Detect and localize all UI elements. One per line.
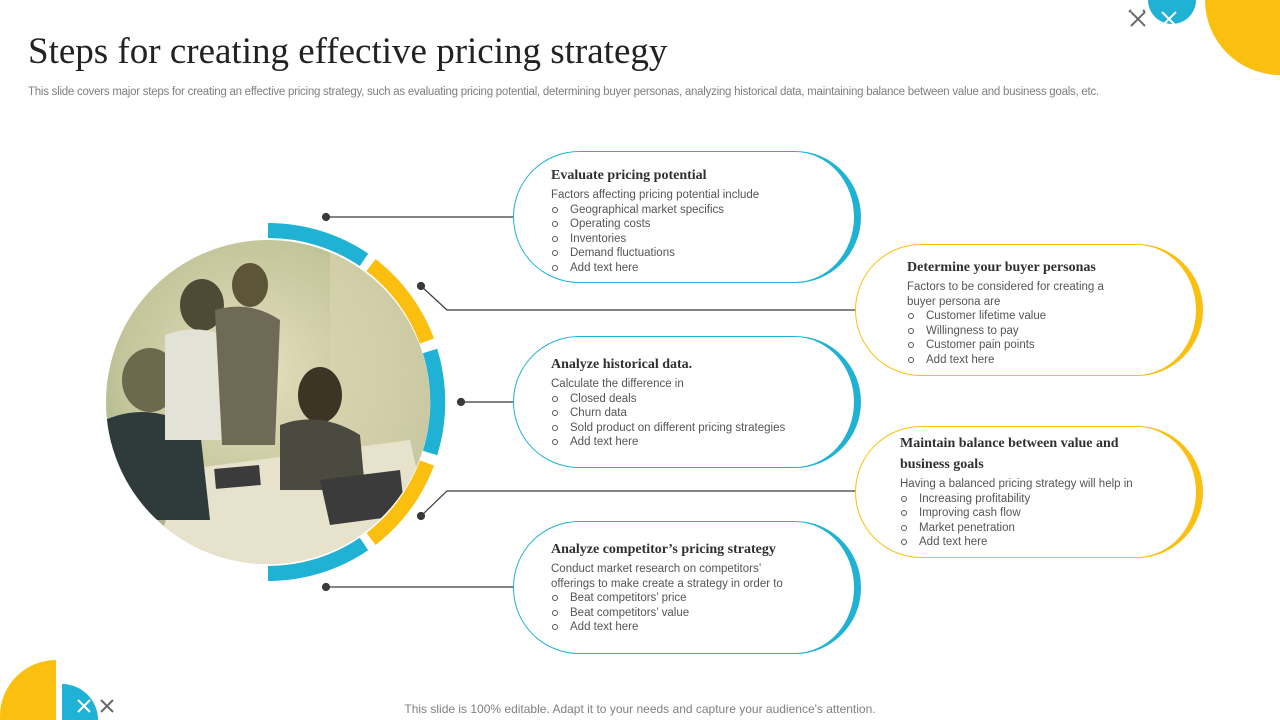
- list-item: Geographical market specifics: [551, 203, 834, 218]
- step-title: Maintain balance between value and busin…: [900, 436, 1119, 472]
- step-card-evaluate-pricing: Evaluate pricing potential Factors affec…: [513, 151, 861, 283]
- connector-5: [321, 582, 543, 592]
- list-item: Inventories: [551, 232, 834, 247]
- step-bullets: Customer lifetime value Willingness to p…: [907, 309, 1176, 367]
- step-intro: Calculate the difference in: [551, 378, 684, 390]
- ring-segments: [267, 222, 446, 581]
- page-subtitle: This slide covers major steps for creati…: [28, 86, 1099, 98]
- list-item: Customer lifetime value: [907, 309, 1176, 324]
- step-intro: Conduct market research on competitors’ …: [551, 563, 783, 590]
- list-item: Add text here: [551, 261, 834, 276]
- list-item: Add text here: [900, 535, 1176, 550]
- list-item: Sold product on different pricing strate…: [551, 421, 834, 436]
- list-item: Add text here: [907, 353, 1176, 368]
- list-item: Market penetration: [900, 521, 1176, 536]
- page-title: Steps for creating effective pricing str…: [28, 31, 668, 72]
- list-item: Beat competitors’ value: [551, 606, 834, 621]
- close-x-icon-3: [77, 699, 91, 713]
- step-card-balance-value: Maintain balance between value and busin…: [855, 426, 1203, 558]
- list-item: Demand fluctuations: [551, 246, 834, 261]
- step-intro: Factors to be considered for creating a …: [907, 281, 1104, 308]
- close-x-icon: [1128, 9, 1146, 27]
- bottom-left-decoration: [0, 660, 114, 720]
- step-title: Evaluate pricing potential: [551, 168, 707, 183]
- list-item: Willingness to pay: [907, 324, 1176, 339]
- connector-2: [416, 281, 885, 315]
- connector-4: [416, 486, 885, 521]
- close-x-icon-2: [1161, 11, 1177, 27]
- step-title: Analyze historical data.: [551, 357, 693, 372]
- list-item: Closed deals: [551, 392, 834, 407]
- step-bullets: Closed deals Churn data Sold product on …: [551, 392, 834, 450]
- blue-half-circle: [1148, 0, 1196, 24]
- step-bullets: Increasing profitability Improving cash …: [900, 492, 1176, 550]
- ring-segment-3: [422, 348, 446, 456]
- ring-segment-4: [366, 460, 435, 545]
- list-item: Add text here: [551, 620, 834, 635]
- step-card-buyer-personas: Determine your buyer personas Factors to…: [855, 244, 1203, 376]
- list-item: Increasing profitability: [900, 492, 1176, 507]
- step-bullets: Beat competitors’ price Beat competitors…: [551, 591, 834, 635]
- connector-1: [321, 212, 543, 222]
- step-bullets: Geographical market specifics Operating …: [551, 203, 834, 276]
- ring-segment-2: [366, 259, 435, 344]
- list-item: Add text here: [551, 435, 834, 450]
- close-x-icon-4: [100, 699, 114, 713]
- list-item: Beat competitors’ price: [551, 591, 834, 606]
- list-item: Operating costs: [551, 217, 834, 232]
- step-intro: Having a balanced pricing strategy will …: [900, 478, 1133, 490]
- list-item: Customer pain points: [907, 338, 1176, 353]
- step-card-historical-data: Analyze historical data. Calculate the d…: [513, 336, 861, 468]
- step-card-competitor-pricing: Analyze competitor’s pricing strategy Co…: [513, 521, 861, 654]
- ring-segment-1: [267, 222, 369, 267]
- step-title: Determine your buyer personas: [907, 260, 1096, 275]
- step-intro: Factors affecting pricing potential incl…: [551, 189, 760, 201]
- top-right-decoration: [1128, 0, 1280, 75]
- list-item: Churn data: [551, 406, 834, 421]
- ring-segment-5: [267, 537, 369, 581]
- footer-note: This slide is 100% editable. Adapt it to…: [404, 702, 876, 716]
- step-title: Analyze competitor’s pricing strategy: [551, 542, 776, 557]
- list-item: Improving cash flow: [900, 506, 1176, 521]
